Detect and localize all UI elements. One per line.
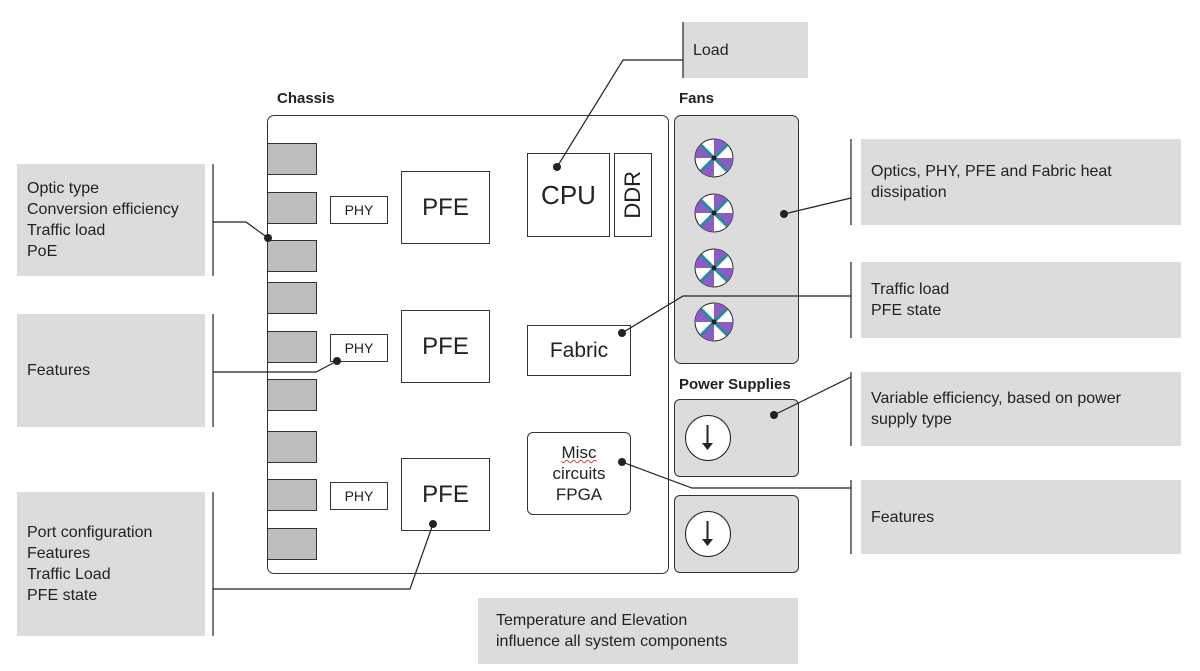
temperature-note: Temperature and Elevation influence all … bbox=[478, 598, 798, 664]
note-line: Features bbox=[27, 362, 91, 379]
fan-icon bbox=[694, 302, 734, 342]
features-right-note: Features bbox=[861, 480, 1181, 554]
fpga-label: FPGA bbox=[555, 485, 603, 504]
note-line: PFE state bbox=[871, 302, 942, 319]
psu-efficiency-note: Variable efficiency, based on power supp… bbox=[861, 372, 1181, 446]
note-line: Port configuration bbox=[27, 524, 153, 541]
fan-icon bbox=[694, 193, 734, 233]
fans-heading: Fans bbox=[679, 90, 715, 107]
optic-port bbox=[267, 240, 317, 272]
power-supplies-heading: Power Supplies bbox=[679, 376, 791, 393]
ddr-chip: DDR bbox=[614, 153, 652, 237]
note-line: PoE bbox=[27, 243, 58, 260]
misc-label: Misc bbox=[561, 443, 597, 462]
pfe-chip: PFE bbox=[401, 310, 490, 383]
optic-port bbox=[267, 479, 317, 511]
note-line: PFE state bbox=[27, 587, 98, 604]
fan-icon bbox=[694, 248, 734, 288]
note-line: Traffic Load bbox=[27, 566, 111, 583]
chassis-heading: Chassis bbox=[277, 90, 335, 107]
fans-panel bbox=[674, 115, 799, 364]
optic-port bbox=[267, 331, 317, 363]
note-line: Optics, PHY, PFE and Fabric heat bbox=[871, 163, 1112, 180]
power-supply-icon bbox=[685, 511, 731, 557]
optic-port bbox=[267, 282, 317, 314]
ddr-label: DDR bbox=[620, 171, 645, 219]
optic-port bbox=[267, 143, 317, 175]
features-left-note: Features bbox=[17, 314, 205, 427]
pfe-chip: PFE bbox=[401, 458, 490, 531]
load-note: Load bbox=[683, 22, 808, 78]
note-line: Traffic load bbox=[27, 222, 106, 239]
heat-dissipation-note: Optics, PHY, PFE and Fabric heat dissipa… bbox=[861, 139, 1181, 225]
note-line: supply type bbox=[871, 411, 952, 428]
fan-icon bbox=[694, 138, 734, 178]
note-line: Features bbox=[27, 545, 91, 562]
optic-port bbox=[267, 379, 317, 411]
note-line: Conversion efficiency bbox=[27, 201, 179, 218]
fabric-chip: Fabric bbox=[527, 325, 631, 376]
circuits-label: circuits bbox=[552, 464, 606, 483]
optic-port bbox=[267, 528, 317, 560]
note-line: Optic type bbox=[27, 180, 100, 197]
note-line: dissipation bbox=[871, 184, 947, 201]
phy-chip: PHY bbox=[330, 334, 388, 362]
phy-chip: PHY bbox=[330, 196, 388, 224]
note-line: Load bbox=[693, 41, 729, 59]
fabric-load-note: Traffic load PFE state bbox=[861, 262, 1181, 338]
misc-circuits-chip: Misc circuits FPGA bbox=[527, 432, 631, 515]
port-config-note: Port configuration Features Traffic Load… bbox=[17, 492, 205, 636]
power-supply-icon bbox=[685, 415, 731, 461]
note-line: Features bbox=[871, 508, 935, 526]
note-line: influence all system components bbox=[496, 633, 728, 650]
optic-port bbox=[267, 431, 317, 463]
pfe-chip: PFE bbox=[401, 171, 490, 244]
power-supply-unit bbox=[674, 495, 799, 573]
note-line: Temperature and Elevation bbox=[496, 612, 688, 629]
cpu-chip: CPU bbox=[527, 153, 610, 237]
optics-note: Optic type Conversion efficiency Traffic… bbox=[17, 164, 205, 276]
note-line: Variable efficiency, based on power bbox=[871, 390, 1121, 407]
optic-port bbox=[267, 192, 317, 224]
note-line: Traffic load bbox=[871, 281, 950, 298]
phy-chip: PHY bbox=[330, 482, 388, 510]
power-supply-unit bbox=[674, 399, 799, 477]
